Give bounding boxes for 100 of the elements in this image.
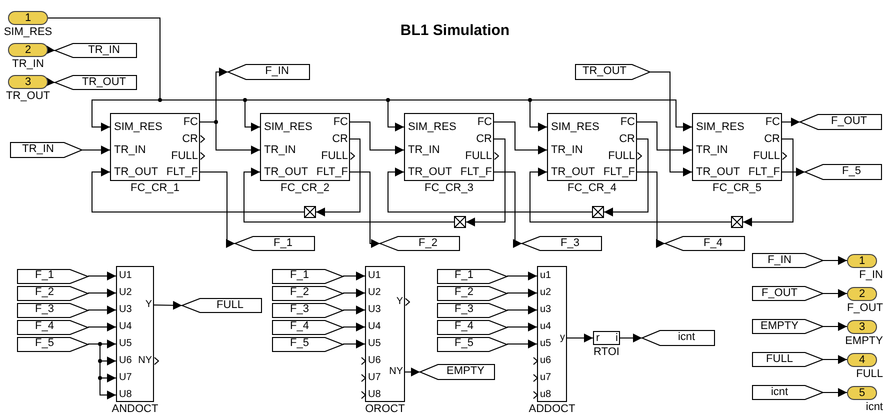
signal-line — [244, 168, 454, 222]
port-label: u3 — [540, 304, 552, 316]
signal-tag-label: F_3 — [454, 303, 474, 315]
signal-line — [566, 334, 594, 342]
port-number: 1 — [24, 12, 32, 24]
signal-tag-label: F_OUT — [760, 286, 799, 298]
signal-line — [506, 340, 538, 348]
signal-line — [154, 300, 182, 310]
from-tag — [17, 286, 88, 300]
port-label: CR — [475, 133, 492, 145]
port-label: SIM_RES — [114, 121, 164, 133]
port-label: SIM_RES — [264, 121, 314, 133]
signal-line — [506, 272, 538, 280]
goto-tag — [642, 330, 715, 346]
port-label: U7 — [368, 372, 382, 384]
port-label: U1 — [119, 270, 133, 282]
goto-tag — [522, 236, 602, 251]
signal-line — [200, 172, 236, 248]
crossed-box — [304, 206, 316, 218]
goto-tag — [235, 236, 315, 251]
port-label: SIM_RES — [551, 121, 600, 133]
from-tag — [752, 352, 823, 367]
port-name: F_IN — [858, 268, 883, 280]
signal-tag-label: F_5 — [34, 337, 55, 349]
conversion-block — [593, 331, 620, 345]
from-tag — [575, 64, 650, 80]
signal-line — [46, 45, 56, 54]
from-tag — [17, 268, 88, 284]
port-label: FULL — [320, 150, 348, 162]
port-label: NY — [137, 355, 152, 367]
port-label: TR_OUT — [696, 166, 741, 178]
port-label: SIM_RES — [408, 121, 458, 133]
signal-line — [636, 122, 692, 154]
from-tag — [752, 286, 823, 301]
port-number: 3 — [24, 76, 32, 88]
goto-tag — [55, 43, 137, 58]
port-name: FULL — [855, 368, 883, 380]
port-label: u6 — [540, 355, 552, 367]
port-label: TR_IN — [114, 144, 147, 156]
from-tag — [10, 142, 82, 158]
signal-line — [388, 168, 592, 212]
signal-tag-label: F_IN — [766, 254, 792, 266]
signal-line — [506, 306, 538, 314]
port-name: icnt — [864, 400, 883, 412]
port-label: TR_IN — [551, 144, 584, 156]
signal-line — [822, 256, 848, 265]
block-name: OROCT — [364, 403, 406, 415]
signal-tag-label: F_1 — [289, 269, 310, 281]
signal-tag-label: EMPTY — [446, 365, 486, 377]
port-label: U6 — [119, 355, 133, 367]
signal-tag-label: F_4 — [289, 320, 310, 332]
signal-line — [88, 322, 116, 332]
block-name: FC_CR_2 — [280, 182, 330, 194]
signal-line — [650, 72, 692, 176]
goto-tag — [228, 64, 310, 80]
signal-tag-label: F_4 — [34, 320, 55, 332]
diagram-title: BL1 Simulation — [399, 22, 511, 39]
signal-line — [88, 288, 116, 298]
signal-line — [350, 172, 380, 248]
port-label: U8 — [119, 389, 133, 401]
port-label: FULL — [752, 150, 780, 162]
port-label: Y — [144, 299, 152, 311]
signal-line — [88, 306, 116, 314]
signal-tag-label: F_1 — [454, 269, 474, 281]
from-tag — [17, 336, 88, 352]
signal-tag-label: F_IN — [264, 65, 290, 77]
function-block — [537, 266, 567, 402]
signal-tag-label: F_5 — [454, 337, 474, 349]
signal-line — [506, 288, 538, 298]
signal-line — [822, 289, 848, 298]
signal-line — [342, 340, 366, 348]
from-tag — [437, 336, 507, 352]
port-label: U7 — [119, 372, 133, 384]
function-block — [365, 266, 405, 402]
signal-tag-label: TR_OUT — [81, 76, 127, 88]
signal-line — [88, 344, 116, 400]
signal-tag-label: F_4 — [702, 236, 724, 248]
crossed-box — [731, 216, 743, 228]
port-label: u2 — [540, 287, 552, 299]
port-label: TR_OUT — [114, 166, 159, 178]
signal-line — [494, 122, 548, 154]
port-label: r — [596, 332, 601, 344]
goto-tag — [380, 236, 460, 251]
from-tag — [752, 253, 823, 268]
signal-line — [822, 355, 848, 364]
goto-tag — [420, 364, 495, 380]
signal-tag-label: F_4 — [454, 320, 474, 332]
subsystem-block — [404, 113, 494, 181]
from-tag — [272, 302, 343, 318]
crossed-box — [454, 216, 466, 228]
port-label: SIM_RES — [696, 121, 746, 133]
signal-tag-label: F_2 — [418, 236, 438, 248]
port-label: U3 — [119, 304, 133, 316]
from-tag — [272, 336, 343, 352]
port-number: 4 — [858, 354, 866, 366]
goto-tag — [182, 298, 262, 313]
port-name: SIM_RES — [2, 26, 54, 38]
port-label: u1 — [540, 270, 552, 282]
signal-tag-label: F_1 — [272, 236, 294, 248]
signal-tag-label: F_2 — [454, 286, 474, 298]
